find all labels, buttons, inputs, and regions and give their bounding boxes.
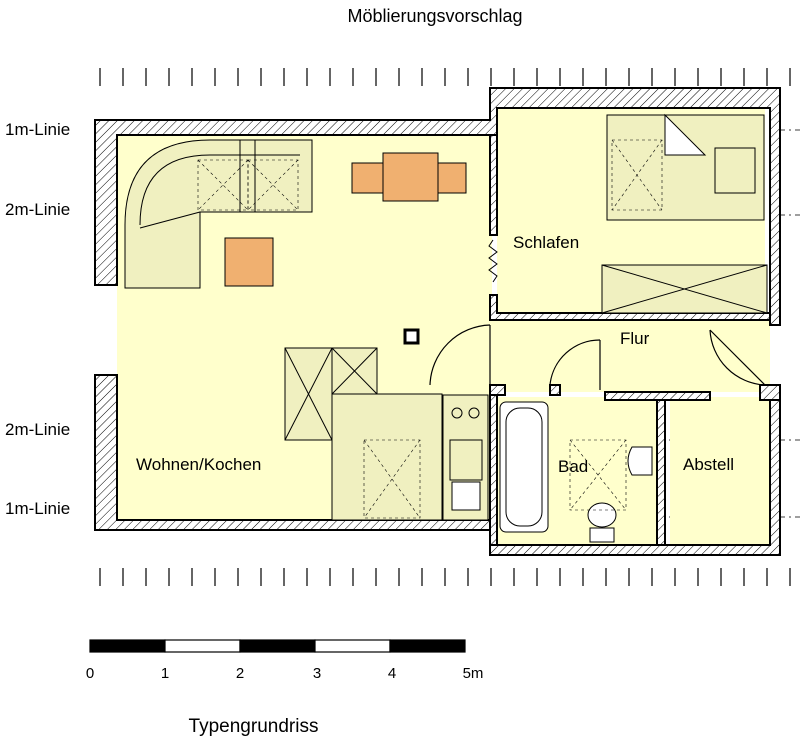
drawing-title: Möblierungsvorschlag	[347, 6, 523, 26]
room-label-bath: Bad	[558, 457, 588, 476]
bedroom-furniture	[601, 113, 768, 314]
roof-slope-ticks-bottom	[99, 568, 791, 586]
scale-tick-5: 5m	[463, 665, 484, 682]
roof-label-1m-top: 1m-Linie	[5, 120, 70, 139]
roof-label-2m-bottom: 2m-Linie	[5, 420, 70, 439]
room-label-storage: Abstell	[683, 455, 734, 474]
scale-bar	[89, 639, 466, 653]
coffee-table	[224, 237, 274, 287]
room-label-sleeping: Schlafen	[513, 233, 579, 252]
room-label-living: Wohnen/Kochen	[136, 455, 261, 474]
counter	[331, 393, 443, 521]
walls	[94, 87, 781, 556]
room-label-hall: Flur	[620, 329, 650, 348]
scale-tick-2: 2	[236, 665, 244, 682]
chair-right	[437, 162, 467, 194]
scale-tick-3: 3	[313, 665, 321, 682]
column-marker	[403, 328, 420, 345]
toilet	[587, 502, 617, 528]
scale-tick-1: 1	[161, 665, 169, 682]
drawing-subtitle: Typengrundriss	[188, 716, 319, 737]
living-furniture	[124, 139, 489, 521]
roof-slope-ticks-top	[99, 68, 791, 86]
door-swings	[429, 239, 766, 390]
sink	[627, 446, 653, 476]
scale-tick-0: 0	[86, 665, 94, 682]
bath-fixtures	[499, 401, 653, 543]
scale-bar-ticks: 0 1 2 3 4 5m	[86, 665, 484, 682]
pillow	[714, 147, 756, 194]
scale-tick-4: 4	[388, 665, 396, 682]
chair-left	[351, 162, 384, 194]
dining-table	[382, 152, 439, 202]
space-markers	[197, 139, 663, 519]
roof-label-1m-bottom: 1m-Linie	[5, 499, 70, 518]
roof-label-2m-top: 2m-Linie	[5, 200, 70, 219]
